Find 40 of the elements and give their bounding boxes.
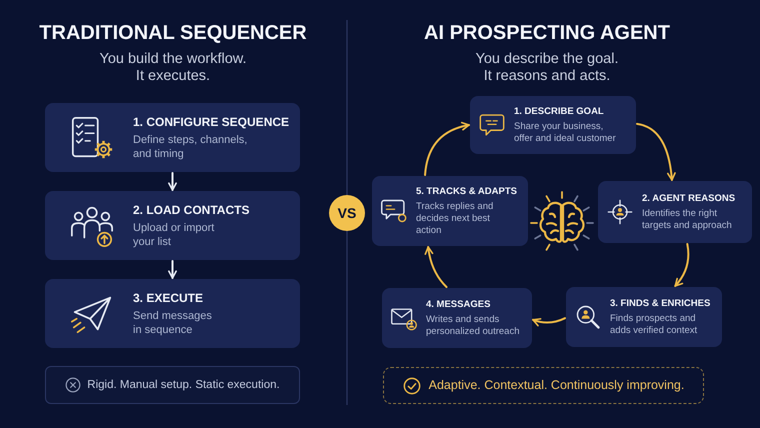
step-card	[566, 287, 722, 347]
step-description: Finds prospects and adds verified context	[610, 312, 698, 336]
step-card	[382, 288, 532, 348]
step-title: 5. TRACKS & ADAPTS	[416, 186, 517, 198]
column-subheading: You build the workflow. It executes.	[98, 51, 248, 85]
step-title: 3. FINDS & ENRICHES	[610, 298, 710, 310]
step-title: 3. EXECUTE	[133, 290, 204, 306]
step-title: 2. AGENT REASONS	[642, 192, 736, 204]
arrow	[636, 122, 676, 181]
column-heading: TRADITIONAL SEQUENCER	[39, 22, 307, 44]
arrow	[424, 246, 448, 288]
arrow	[168, 172, 177, 191]
step-card	[45, 191, 300, 260]
step-title: 1. CONFIGURE SEQUENCE	[133, 114, 290, 130]
arrow	[168, 260, 177, 279]
arrow	[424, 122, 470, 176]
summary-bar	[383, 367, 704, 404]
step-description: Tracks replies and decides next best action	[416, 200, 494, 236]
step-card	[45, 103, 300, 172]
step-card	[598, 181, 752, 243]
step-card	[372, 176, 528, 246]
step-description: Upload or import your list	[133, 220, 216, 248]
step-title: 2. LOAD CONTACTS	[133, 202, 250, 218]
summary-text: Rigid. Manual setup. Static execution.	[87, 378, 280, 392]
step-title: 1. DESCRIBE GOAL	[514, 106, 605, 118]
step-card	[470, 96, 636, 154]
arrow	[674, 243, 690, 287]
step-description: Writes and sends personalized outreach	[426, 314, 520, 338]
summary-bar	[45, 366, 300, 404]
step-card	[45, 279, 300, 348]
step-description: Identifies the right targets and approach	[642, 208, 733, 232]
step-description: Share your business, offer and ideal customer	[514, 120, 617, 144]
arrow	[532, 317, 566, 326]
step-title: 4. MESSAGES	[426, 298, 492, 310]
step-description: Send messages in sequence	[133, 308, 213, 336]
summary-text: Adaptive. Contextual. Continuously improving.	[428, 378, 684, 393]
column-subheading: You describe the goal. It reasons and acts.	[474, 51, 620, 85]
step-description: Define steps, channels, and timing	[133, 132, 248, 160]
vs-badge: VS	[329, 195, 365, 231]
column-heading: AI PROSPECTING AGENT	[424, 22, 670, 44]
